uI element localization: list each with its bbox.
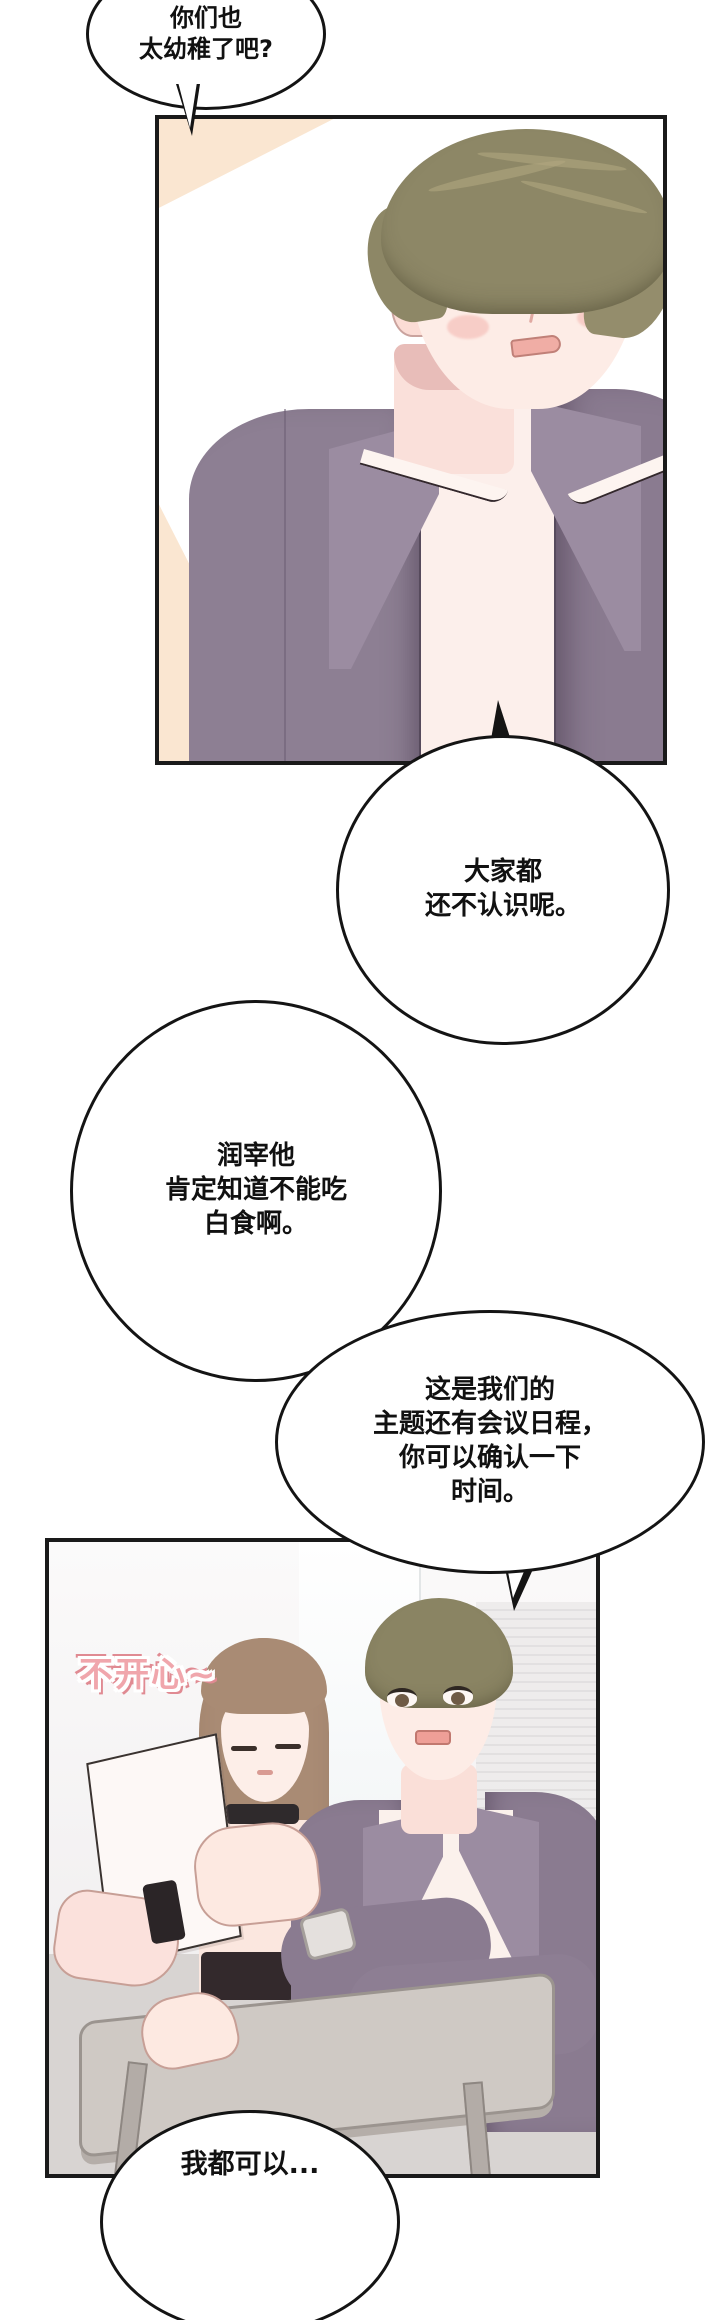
girl-eye-left bbox=[231, 1746, 257, 1751]
boy-iris-left bbox=[395, 1694, 409, 1707]
boy-hair bbox=[365, 1598, 513, 1708]
girl-mouth bbox=[257, 1770, 273, 1775]
speech-bubble-1-tail-fill bbox=[178, 82, 197, 128]
boy-eye-left bbox=[387, 1688, 417, 1707]
panel-1 bbox=[155, 115, 667, 765]
speech-bubble-1[interactable]: 你们也 太幼稚了吧? bbox=[86, 0, 326, 110]
blush-left bbox=[447, 315, 489, 339]
boy-mouth bbox=[415, 1730, 451, 1745]
sfx-unhappy: 不开心~ bbox=[79, 1655, 218, 1695]
speech-bubble-5[interactable]: 我都可以... bbox=[100, 2110, 400, 2320]
boy-iris-right bbox=[451, 1692, 465, 1705]
boy-eye-right bbox=[443, 1686, 473, 1705]
speech-bubble-2[interactable]: 大家都 还不认识呢。 bbox=[336, 735, 670, 1045]
panel-2: 不开心~ bbox=[45, 1538, 600, 2178]
girl-choker bbox=[225, 1804, 299, 1824]
speech-bubble-4[interactable]: 这是我们的 主题还有会议日程， 你可以确认一下 时间。 bbox=[275, 1310, 705, 1574]
boy-hand-holding-paper bbox=[190, 1817, 324, 1931]
girl-eye-right bbox=[275, 1744, 301, 1749]
speech-bubble-3[interactable]: 润宰他 肯定知道不能吃 白食啊。 bbox=[70, 1000, 442, 1382]
girl-bangs bbox=[201, 1638, 327, 1714]
